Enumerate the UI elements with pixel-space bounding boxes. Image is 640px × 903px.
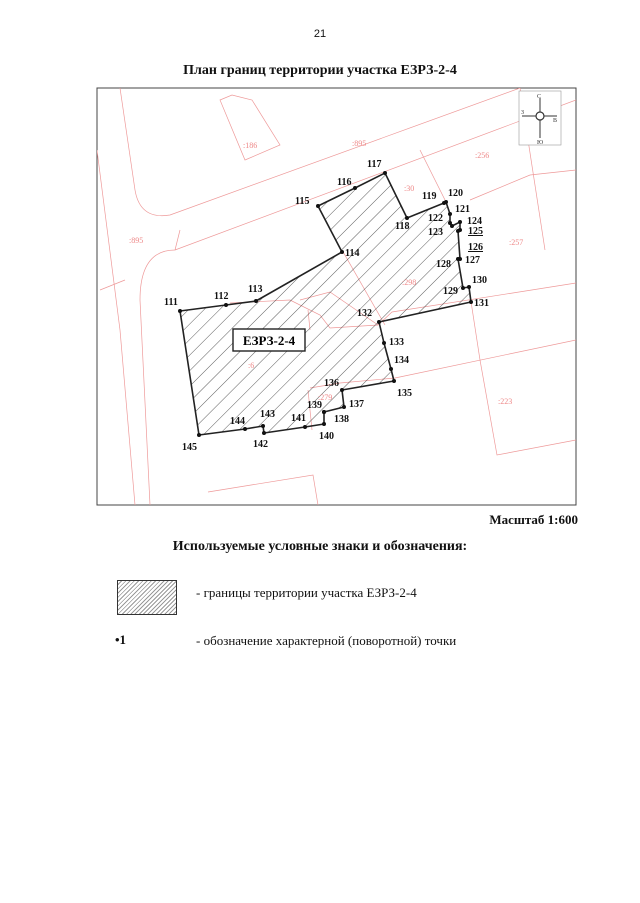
map-scale: Масштаб 1:600 <box>489 512 578 527</box>
zone-label: ЕЗРЗ-2-4 <box>243 333 296 348</box>
boundary-point-135 <box>392 379 396 383</box>
boundary-point-122 <box>448 221 452 225</box>
page-number: 21 <box>313 28 327 40</box>
point-label: 139 <box>307 400 322 411</box>
point-label: 120 <box>448 188 463 199</box>
boundary-point-130 <box>467 285 471 289</box>
legend-text-boundary: - границы территории участка ЕЗРЗ-2-4 <box>196 585 417 600</box>
point-label: 126 <box>468 242 483 253</box>
legend-text-point: - обозначение характерной (поворотной) т… <box>196 633 457 648</box>
boundary-point-118 <box>405 216 409 220</box>
boundary-point-142 <box>262 431 266 435</box>
legend-title: Используемые условные знаки и обозначени… <box>172 539 468 554</box>
point-label: 130 <box>472 275 487 286</box>
point-label: 121 <box>455 204 470 215</box>
point-label: 127 <box>465 255 480 266</box>
compass-east: В <box>553 118 557 124</box>
cadastral-label: :223 <box>498 397 512 406</box>
boundary-point-128 <box>456 257 460 261</box>
point-label: 131 <box>474 298 489 309</box>
point-label: 124 <box>467 216 482 227</box>
boundary-point-132 <box>377 320 381 324</box>
compass-west: З <box>521 110 524 116</box>
boundary-point-115 <box>316 204 320 208</box>
boundary-point-136 <box>340 388 344 392</box>
boundary-point-141 <box>303 425 307 429</box>
compass: С З В Ю <box>518 90 562 146</box>
point-label: 113 <box>248 284 262 295</box>
page-title: План границ территории участка ЕЗРЗ-2-4 <box>183 63 457 78</box>
point-label: 116 <box>337 177 351 188</box>
boundary-point-116 <box>353 186 357 190</box>
boundary-point-113 <box>254 299 258 303</box>
boundary-point-145 <box>197 433 201 437</box>
cadastral-label: :895 <box>129 236 143 245</box>
compass-north: С <box>537 94 541 100</box>
point-label: 118 <box>395 221 409 232</box>
zone-label-box: ЕЗРЗ-2-4 <box>232 328 306 352</box>
legend-point-symbol: •1 <box>115 632 127 647</box>
boundary-point-129 <box>461 286 465 290</box>
cadastral-label: :279 <box>318 393 332 402</box>
point-label: 128 <box>436 259 451 270</box>
boundary-points: 111 112 113 114 115 116 117 118 119 120 121 122 123 1… <box>164 159 489 453</box>
point-label: 138 <box>334 414 349 425</box>
boundary-point-126 <box>456 229 460 233</box>
cadastral-label: :6 <box>248 361 254 370</box>
point-label: 125 <box>468 226 483 237</box>
point-label: 122 <box>428 213 443 224</box>
point-label: 144 <box>230 416 245 427</box>
point-label: 137 <box>349 399 364 410</box>
compass-south: Ю <box>537 140 543 146</box>
point-label: 136 <box>324 378 339 389</box>
boundary-point-139 <box>322 410 326 414</box>
point-label: 132 <box>357 308 372 319</box>
point-label: 112 <box>214 291 228 302</box>
cadastral-label: :895 <box>352 139 366 148</box>
point-label: 141 <box>291 413 306 424</box>
cadastral-labels: :186 :895 :895 :256 :257 :298 :6 :279 :2… <box>129 139 523 406</box>
legend-hatched-swatch <box>117 580 177 615</box>
point-label: 140 <box>319 431 334 442</box>
boundary-point-143 <box>261 424 265 428</box>
boundary-point-111 <box>178 309 182 313</box>
point-label: 134 <box>394 355 409 366</box>
boundary-point-112 <box>224 303 228 307</box>
cadastral-label: :186 <box>243 141 257 150</box>
boundary-point-114 <box>340 250 344 254</box>
cadastral-label: :256 <box>475 151 489 160</box>
point-label: 143 <box>260 409 275 420</box>
boundary-point-123 <box>450 224 454 228</box>
point-label: 129 <box>443 286 458 297</box>
point-label: 145 <box>182 442 197 453</box>
boundary-point-133 <box>382 341 386 345</box>
point-label: 111 <box>164 297 178 308</box>
point-label: 117 <box>367 159 381 170</box>
boundary-point-120 <box>444 200 448 204</box>
cadastral-label: :30 <box>404 184 414 193</box>
boundary-point-140 <box>322 422 326 426</box>
point-label: 115 <box>295 196 309 207</box>
boundary-point-124 <box>458 220 462 224</box>
cadastral-label: :257 <box>509 238 523 247</box>
boundary-point-137 <box>342 405 346 409</box>
boundary-point-134 <box>389 367 393 371</box>
boundary-point-144 <box>243 427 247 431</box>
boundary-point-131 <box>469 300 473 304</box>
point-label: 123 <box>428 227 443 238</box>
boundary-point-121 <box>448 212 452 216</box>
point-label: 135 <box>397 388 412 399</box>
cadastral-label: :298 <box>402 278 416 287</box>
point-label: 119 <box>422 191 436 202</box>
boundary-point-117 <box>383 171 387 175</box>
point-label: 133 <box>389 337 404 348</box>
point-label: 142 <box>253 439 268 450</box>
point-label: 114 <box>345 248 359 259</box>
